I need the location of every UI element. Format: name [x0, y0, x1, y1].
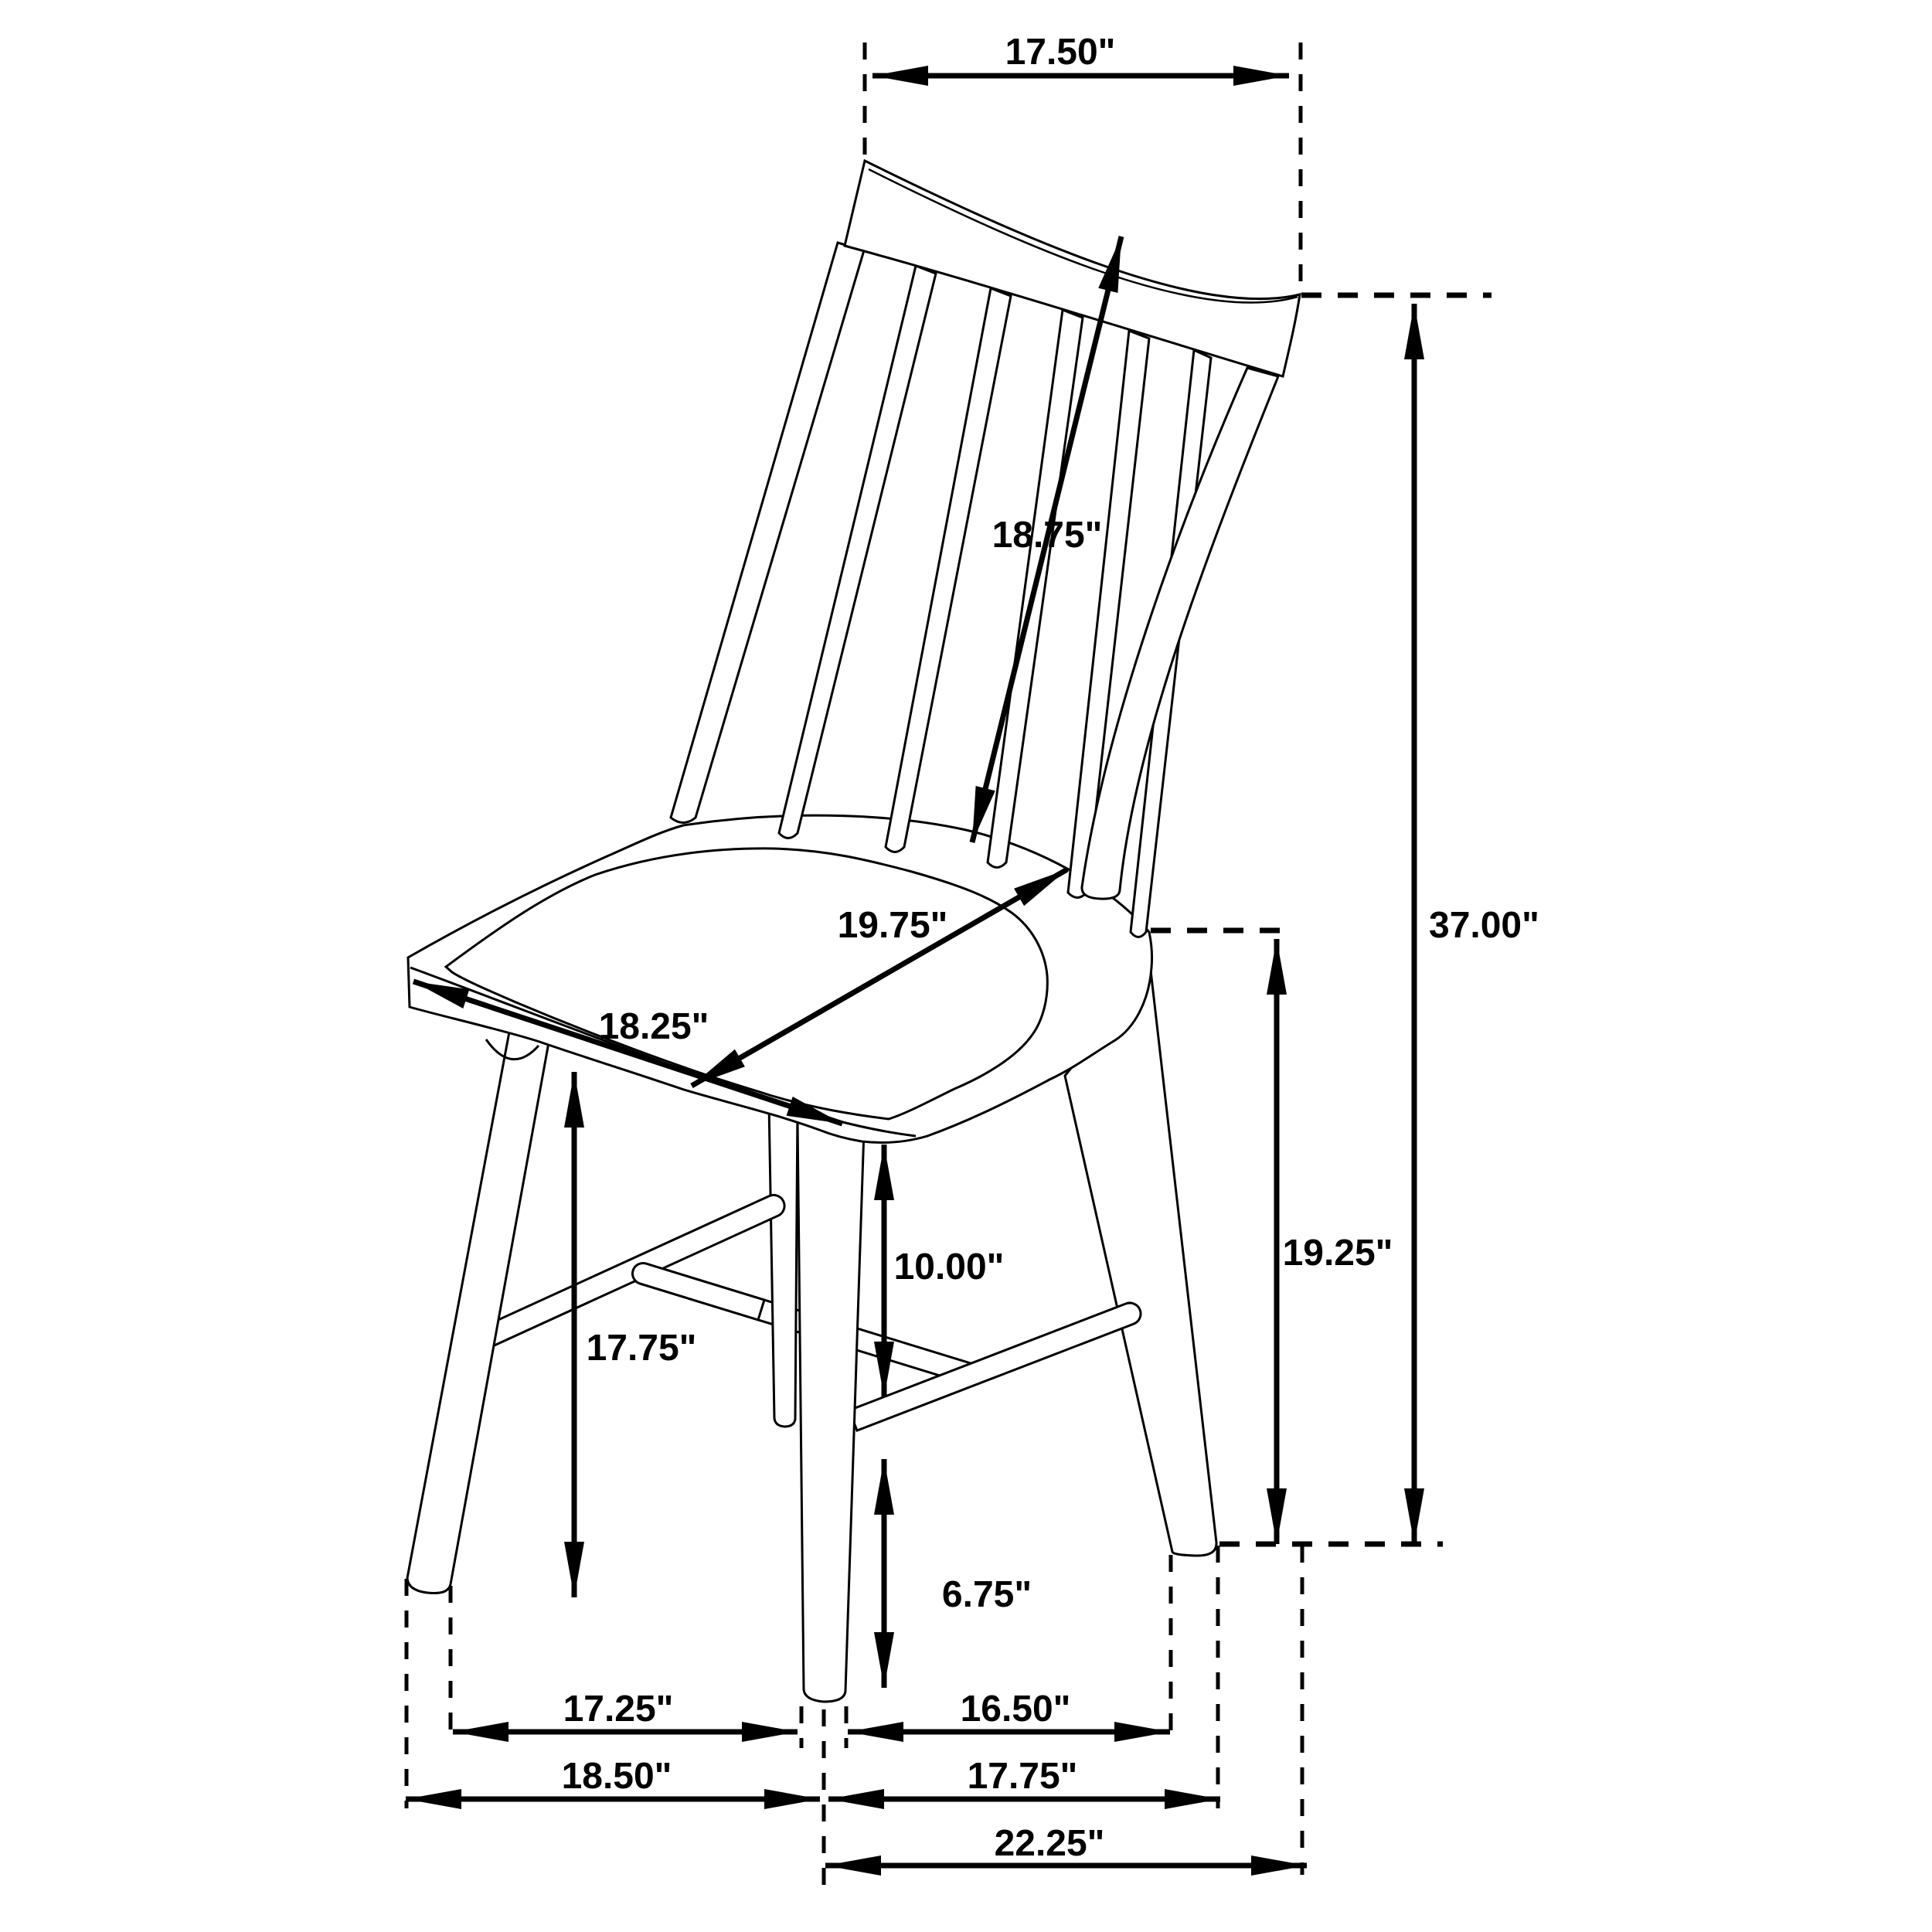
svg-text:19.75": 19.75" — [838, 905, 948, 946]
svg-text:17.75": 17.75" — [587, 1328, 697, 1369]
svg-text:17.50": 17.50" — [1005, 32, 1116, 73]
svg-text:18.50": 18.50" — [562, 1756, 672, 1797]
svg-text:17.25": 17.25" — [563, 1689, 674, 1730]
svg-text:19.25": 19.25" — [1283, 1233, 1393, 1274]
svg-text:6.75": 6.75" — [942, 1574, 1032, 1615]
svg-text:18.25": 18.25" — [599, 1006, 709, 1047]
svg-text:10.00": 10.00" — [894, 1247, 1005, 1287]
svg-text:16.50": 16.50" — [961, 1689, 1071, 1730]
svg-text:37.00": 37.00" — [1429, 905, 1539, 946]
svg-text:22.25": 22.25" — [995, 1823, 1105, 1864]
svg-text:17.75": 17.75" — [968, 1756, 1078, 1797]
svg-text:18.75": 18.75" — [992, 515, 1103, 556]
